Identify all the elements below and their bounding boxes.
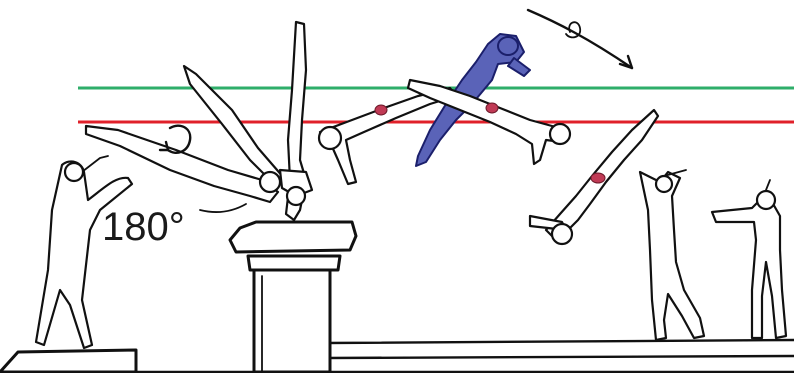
angle-label: 180°: [102, 205, 185, 249]
floor: [0, 340, 794, 372]
springboard: [0, 350, 136, 372]
vault-table: [230, 222, 356, 372]
gymnast-approach: [36, 156, 132, 348]
joint-marker: [375, 105, 387, 115]
gymnast-landing: [640, 170, 704, 340]
gymnast-salute: [712, 180, 786, 338]
joint-marker: [486, 103, 498, 113]
joint-marker: [591, 173, 605, 183]
flight-arrow-icon: [528, 10, 632, 68]
